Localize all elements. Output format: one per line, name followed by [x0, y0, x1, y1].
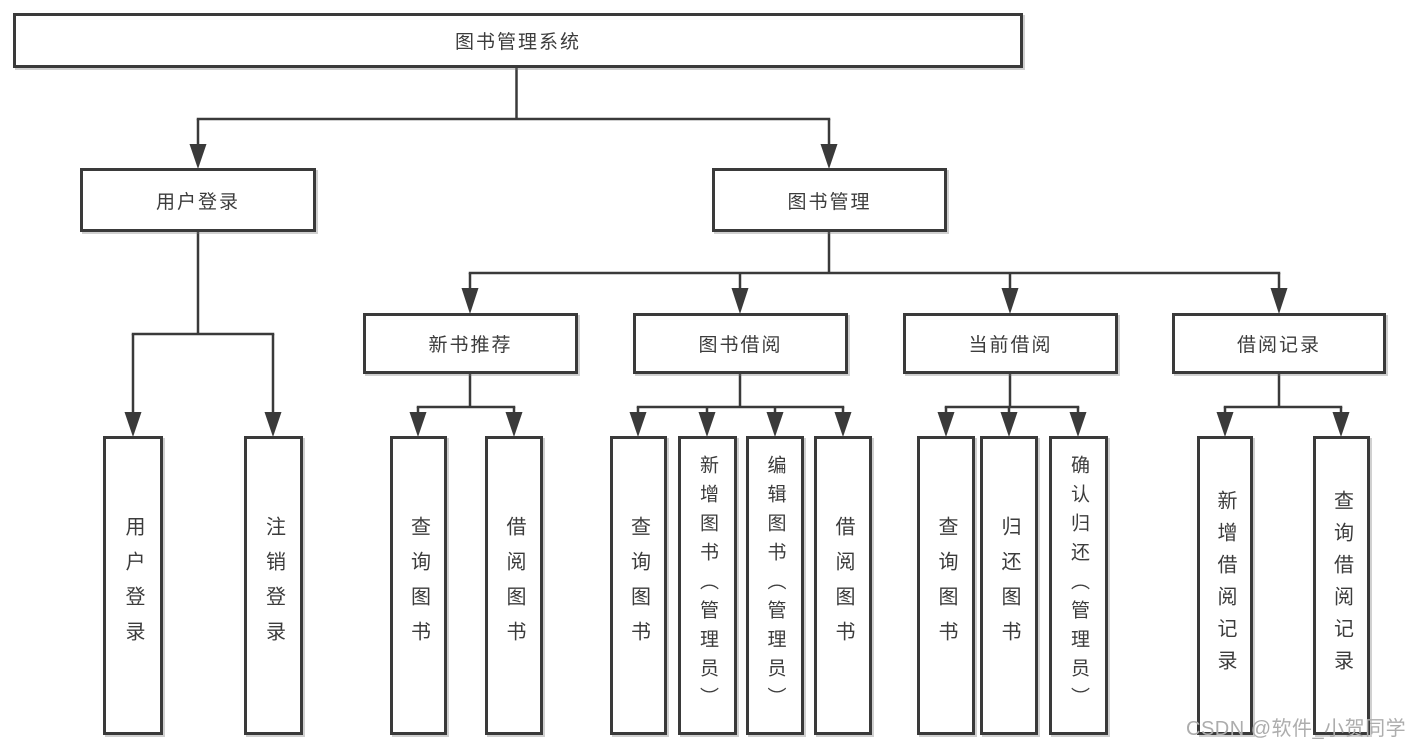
leaf-bb-add-book-admin: 新增图书（管理员）	[678, 436, 737, 735]
node-root-label: 图书管理系统	[454, 32, 581, 53]
leaf-bb-query-book-label: 查询图书	[627, 515, 650, 656]
leaf-bb-edit-book-admin-label: 编辑图书（管理员）	[764, 455, 786, 716]
leaf-rec-query-book-label: 查询图书	[407, 515, 430, 656]
leaf-rec-query-book: 查询图书	[390, 436, 447, 735]
leaf-br-add-record: 新增借阅记录	[1197, 436, 1253, 735]
leaf-cb-confirm-return-admin: 确认归还（管理员）	[1049, 436, 1108, 735]
node-user-login: 用户登录	[80, 168, 316, 232]
node-current-borrow-label: 当前借阅	[968, 335, 1053, 356]
node-user-login-label: 用户登录	[155, 191, 240, 213]
node-root: 图书管理系统	[13, 13, 1023, 68]
leaf-bb-query-book: 查询图书	[610, 436, 667, 735]
leaf-user-login: 用户登录	[103, 436, 163, 735]
leaf-cb-query-book: 查询图书	[917, 436, 975, 735]
leaf-rec-borrow-book-label: 借阅图书	[503, 515, 525, 656]
node-new-book-recommend-label: 新书推荐	[428, 335, 513, 356]
leaf-logout-label: 注销登录	[262, 515, 285, 656]
leaf-bb-borrow-book-label: 借阅图书	[832, 515, 854, 656]
leaf-user-login-label: 用户登录	[122, 515, 144, 656]
leaf-cb-return-book-label: 归还图书	[998, 515, 1020, 656]
node-book-borrow: 图书借阅	[633, 313, 848, 374]
leaf-br-query-record: 查询借阅记录	[1313, 436, 1370, 735]
leaf-rec-borrow-book: 借阅图书	[485, 436, 543, 735]
leaf-bb-add-book-admin-label: 新增图书（管理员）	[697, 455, 718, 716]
leaf-cb-return-book: 归还图书	[980, 436, 1038, 735]
leaf-cb-confirm-return-admin-label: 确认归还（管理员）	[1068, 455, 1089, 716]
csdn-watermark: CSDN @软件_小贺同学	[1186, 718, 1405, 740]
leaf-logout: 注销登录	[244, 436, 303, 735]
leaf-br-query-record-label: 查询借阅记录	[1330, 489, 1353, 682]
node-borrow-records: 借阅记录	[1172, 313, 1386, 374]
node-current-borrow: 当前借阅	[903, 313, 1118, 374]
leaf-bb-edit-book-admin: 编辑图书（管理员）	[746, 436, 804, 735]
node-new-book-recommend: 新书推荐	[363, 313, 578, 374]
node-book-management: 图书管理	[712, 168, 947, 232]
node-borrow-records-label: 借阅记录	[1236, 335, 1321, 356]
leaf-bb-borrow-book: 借阅图书	[814, 436, 872, 735]
node-book-management-label: 图书管理	[787, 191, 872, 213]
node-book-borrow-label: 图书借阅	[698, 335, 783, 356]
leaf-cb-query-book-label: 查询图书	[935, 515, 957, 656]
leaf-br-add-record-label: 新增借阅记录	[1214, 489, 1236, 682]
